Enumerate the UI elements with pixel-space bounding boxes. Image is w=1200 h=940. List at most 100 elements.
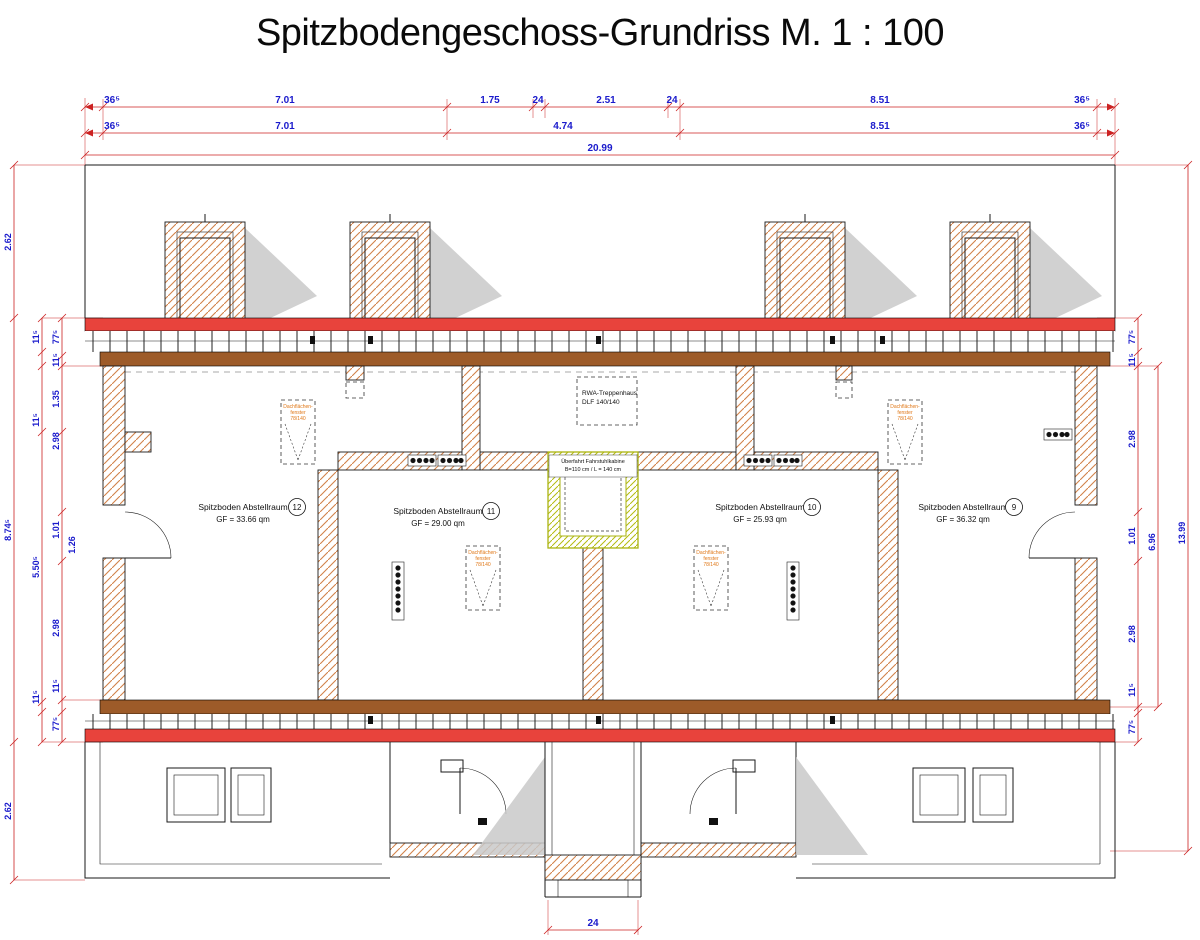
- duct-outline: [345, 381, 365, 399]
- dim-label: 8.51: [870, 95, 890, 106]
- dormer-shadow: [1030, 228, 1102, 330]
- dimension-bottom: 24: [543, 900, 643, 935]
- dormer-shadow: [245, 228, 317, 330]
- dim-label-total: 20.99: [587, 143, 612, 154]
- duct-outline: [835, 381, 853, 399]
- partition-wall: [461, 365, 481, 471]
- dim-label: 1.01: [1127, 527, 1137, 545]
- dim-label: 11⁵: [1127, 683, 1137, 697]
- dim-label: 11⁵: [31, 330, 41, 344]
- window: [972, 767, 1014, 823]
- dim-label: 2.98: [1127, 625, 1137, 643]
- room-area: GF = 25.93 qm: [733, 515, 787, 524]
- room-number-circle: [288, 498, 306, 516]
- room-name: Spitzboden Abstellraum: [918, 502, 1007, 512]
- partition-wall: [753, 451, 879, 471]
- skylight-label: 78/140: [703, 562, 719, 568]
- window: [166, 767, 226, 823]
- dim-label: 5.50⁵: [31, 556, 41, 578]
- dim-label: 36⁵: [1074, 121, 1090, 132]
- room-number-circle: [482, 502, 500, 520]
- skylight-label: Dachflächen-: [283, 404, 313, 410]
- exterior-wall-left: [102, 365, 126, 506]
- room-label: Spitzboden Abstellraum 9 GF = 36.32 qm: [918, 498, 1023, 524]
- dim-label: 8.74⁵: [3, 519, 13, 541]
- knee-wall-band-top: [99, 351, 1111, 367]
- dormer: [349, 214, 502, 330]
- dim-label: 2.98: [51, 619, 61, 637]
- dim-label: 2.98: [51, 432, 61, 450]
- symbol-mark: [830, 716, 835, 724]
- dormer: [949, 214, 1102, 330]
- elevator-label-line1: Überfahrt Fahrstuhlkabine: [561, 458, 625, 465]
- eave-band-bottom: [84, 728, 1116, 743]
- roof-area: [84, 164, 1116, 367]
- symbol-mark: [596, 716, 601, 724]
- porch-window: [440, 759, 464, 773]
- vent-symbol: [1043, 428, 1073, 441]
- entrance-door: [689, 767, 737, 825]
- dim-label: 11⁵: [31, 690, 41, 704]
- skylight-label: fenster: [290, 410, 306, 416]
- dim-label: 6.96: [1147, 533, 1157, 551]
- room-label: Spitzboden Abstellraum 12 GF = 33.66 qm: [198, 498, 306, 524]
- stairwell-rwa-box: RWA-Treppenhaus DLF 140/140: [576, 376, 638, 426]
- dim-label: 36⁵: [1074, 95, 1090, 106]
- vent-symbol: [743, 454, 803, 467]
- room-number-circle: [803, 498, 821, 516]
- shadow: [473, 757, 545, 855]
- symbol-mark: [596, 336, 601, 344]
- window: [230, 767, 272, 823]
- dimension-chain-left: 2.62 77⁵ 11⁵ 11⁵ 1.35 11⁵ 2.98 8.74⁵ 1.0…: [3, 160, 103, 885]
- wall-pier: [124, 431, 152, 453]
- room-label: Spitzboden Abstellraum 11 GF = 29.00 qm: [393, 502, 500, 528]
- partition-wall: [735, 365, 755, 471]
- vent-symbol: [786, 561, 800, 621]
- room-area: GF = 29.00 qm: [411, 519, 465, 528]
- vent-symbol: [407, 454, 467, 467]
- porch-window: [732, 759, 756, 773]
- dim-label: 7.01: [275, 95, 295, 106]
- skylight-box: Dachflächen- fenster 78/140: [465, 545, 501, 611]
- lower-floor: [84, 742, 1116, 898]
- partition-wall-center: [582, 547, 604, 701]
- symbol-mark: [368, 336, 373, 344]
- dim-label: 1.35: [51, 390, 61, 408]
- sheet-title: Spitzbodengeschoss-Grundriss M. 1 : 100: [256, 12, 944, 54]
- skylight-label: 78/140: [290, 416, 306, 422]
- bottom-bands: [84, 699, 1116, 743]
- dim-label: 11⁵: [51, 679, 61, 693]
- skylight-label: Dachflächen-: [890, 404, 920, 410]
- dim-label: 36⁵: [104, 95, 120, 106]
- arrow-right-icon: [1107, 103, 1115, 111]
- window: [912, 767, 966, 823]
- dim-label: 24: [587, 918, 599, 929]
- door-right: [1028, 504, 1097, 559]
- dim-label: 1.75: [480, 95, 500, 106]
- room-name: Spitzboden Abstellraum: [393, 506, 482, 516]
- dim-label: 36⁵: [104, 121, 120, 132]
- arrow-left-icon: [85, 129, 93, 137]
- door-left: [103, 504, 172, 559]
- dimension-chain-right: 77⁵ 11⁵ 2.98 1.01 6.96 13.99 2.98 11⁵ 77…: [1097, 160, 1193, 856]
- shadow: [796, 757, 868, 855]
- partition-wall: [637, 451, 737, 471]
- dim-label: 24: [666, 95, 678, 106]
- exterior-wall-right: [1074, 365, 1098, 506]
- dormer: [764, 214, 917, 330]
- center-corridor: [544, 742, 642, 898]
- vent-symbol: [391, 561, 405, 621]
- symbol-mark: [368, 716, 373, 724]
- wall-stub: [345, 365, 365, 381]
- dormer-shadow: [845, 228, 917, 330]
- room-area: GF = 36.32 qm: [936, 515, 990, 524]
- dormer: [164, 214, 317, 330]
- stairwell-label-line1: RWA-Treppenhaus: [582, 390, 638, 397]
- dim-label: 24: [532, 95, 544, 106]
- dim-label: 13.99: [1177, 522, 1187, 545]
- arrow-right-icon: [1107, 129, 1115, 137]
- elevator-label-line2: B=110 cm / L = 140 cm: [565, 467, 622, 473]
- skylight-label: 78/140: [897, 416, 913, 422]
